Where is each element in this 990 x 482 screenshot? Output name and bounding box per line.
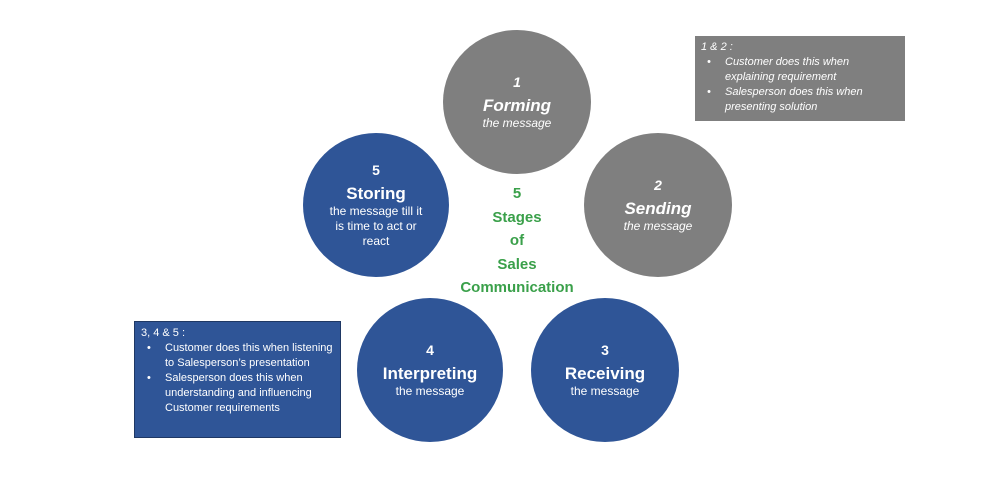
stage-5-circle: 5 Storing the message till it is time to… <box>303 133 449 277</box>
stage-title: Storing <box>346 184 406 203</box>
stage-title: Sending <box>624 199 692 218</box>
stage-2-circle: 2 Sending the message <box>584 133 732 277</box>
list-item: • Customer does this when explaining req… <box>701 55 899 85</box>
bullet-icon: • <box>147 342 151 354</box>
note-item-text: Salesperson does this when presenting so… <box>725 86 863 113</box>
stage-subtitle: the message <box>395 384 465 398</box>
note-stages-1-2: 1 & 2 : • Customer does this when explai… <box>695 36 905 121</box>
list-item: • Salesperson does this when understandi… <box>141 371 334 416</box>
center-title-line: Sales <box>497 255 537 273</box>
center-title: 5 Stages of Sales Communication <box>440 182 594 300</box>
stage-title: Forming <box>483 96 551 115</box>
bullet-icon: • <box>147 372 151 384</box>
stage-subtitle: the message <box>623 219 693 233</box>
stage-subtitle: the message <box>482 116 552 130</box>
note-item-text: Customer does this when listening to Sal… <box>165 342 333 369</box>
list-item: • Salesperson does this when presenting … <box>701 85 899 115</box>
note-list: • Customer does this when listening to S… <box>141 341 334 416</box>
stage-3-circle: 3 Receiving the message <box>531 298 679 442</box>
note-heading: 3, 4 & 5 : <box>141 327 186 339</box>
center-title-line: 5 <box>512 185 522 202</box>
note-stages-3-4-5: 3, 4 & 5 : • Customer does this when lis… <box>134 321 341 438</box>
list-item: • Customer does this when listening to S… <box>141 341 334 371</box>
stage-title: Interpreting <box>382 364 478 383</box>
note-heading: 1 & 2 : <box>701 41 733 53</box>
stage-title: Receiving <box>564 364 646 383</box>
stage-1-circle: 1 Forming the message <box>443 30 591 174</box>
note-item-text: Salesperson does this when understanding… <box>165 372 312 414</box>
center-title-line: of <box>509 232 525 249</box>
center-title-line: Communication <box>460 279 574 296</box>
stage-number: 5 <box>372 162 380 178</box>
stage-number: 3 <box>601 342 609 358</box>
center-title-line: Stages <box>492 208 542 226</box>
stage-number: 1 <box>513 74 521 90</box>
bullet-icon: • <box>707 56 711 68</box>
note-item-text: Customer does this when explaining requi… <box>725 56 850 83</box>
stage-number: 4 <box>426 342 434 358</box>
stage-subtitle: the message till it is time to act or re… <box>329 204 423 248</box>
stage-4-circle: 4 Interpreting the message <box>357 298 503 442</box>
bullet-icon: • <box>707 86 711 98</box>
stage-subtitle: the message <box>570 384 640 398</box>
stage-number: 2 <box>654 177 662 193</box>
note-list: • Customer does this when explaining req… <box>701 55 899 115</box>
